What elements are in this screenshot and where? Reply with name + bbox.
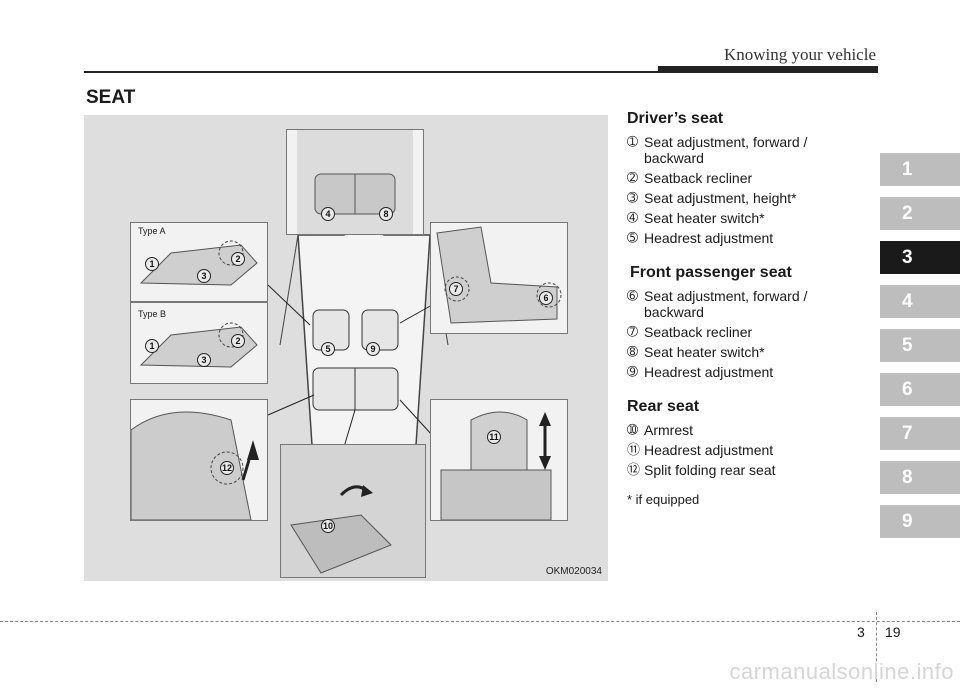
footer-rule <box>0 621 960 622</box>
chapter-tab-9[interactable]: 9 <box>880 505 960 538</box>
armrest-panel: 10 <box>280 444 426 578</box>
chapter-tabs: 1 2 3 4 5 6 7 8 9 <box>880 153 960 549</box>
callout-8: 8 <box>379 207 393 221</box>
chapter-tab-8[interactable]: 8 <box>880 461 960 494</box>
callout-12: 12 <box>220 461 234 475</box>
watermark: carmanualsonline.info <box>729 659 954 684</box>
type-a-label: Type A <box>138 226 166 236</box>
callout-1: 1 <box>145 339 159 353</box>
callout-9: 9 <box>366 342 380 356</box>
header-rule <box>84 71 878 73</box>
callout-2: 2 <box>231 252 245 266</box>
chapter-tab-7[interactable]: 7 <box>880 417 960 450</box>
rear-headrest-panel: 11 <box>430 399 568 521</box>
rear-seat-heading: Rear seat <box>627 398 700 415</box>
callout-2: 2 <box>231 334 245 348</box>
figure-code: OKM020034 <box>545 566 602 577</box>
drivers-seat-heading: Driver’s seat <box>627 110 724 127</box>
footnote: * if equipped <box>627 492 700 507</box>
type-b-panel: Type B 1 2 3 <box>130 302 268 384</box>
callout-1: 1 <box>145 257 159 271</box>
chapter-title: Knowing your vehicle <box>723 45 876 64</box>
chapter-tab-3[interactable]: 3 <box>880 241 960 274</box>
rear-seatback-panel: 12 <box>130 399 268 521</box>
page-number: 19 <box>885 624 901 640</box>
chapter-tab-4[interactable]: 4 <box>880 285 960 318</box>
callout-4: 4 <box>321 207 335 221</box>
chapter-tab-1[interactable]: 1 <box>880 153 960 186</box>
seat-figure: 4 8 Type A 1 2 3 Type B 1 2 3 7 6 5 <box>84 115 608 581</box>
header-rule-accent <box>658 66 878 72</box>
callout-7: 7 <box>449 282 463 296</box>
callout-3: 3 <box>197 269 211 283</box>
chapter-tab-5[interactable]: 5 <box>880 329 960 362</box>
section-title: SEAT <box>86 87 136 108</box>
type-a-panel: Type A 1 2 3 <box>130 222 268 302</box>
chapter-tab-2[interactable]: 2 <box>880 197 960 230</box>
footer-divider <box>876 612 877 682</box>
callout-11: 11 <box>487 430 501 444</box>
page-chapter-number: 3 <box>857 624 865 640</box>
console-panel: 4 8 <box>286 129 424 235</box>
passenger-seat-panel: 7 6 <box>430 222 568 334</box>
type-b-label: Type B <box>138 309 167 319</box>
callout-10: 10 <box>321 519 335 533</box>
callout-5: 5 <box>321 342 335 356</box>
callout-3: 3 <box>197 353 211 367</box>
car-top-view <box>267 202 449 476</box>
chapter-tab-6[interactable]: 6 <box>880 373 960 406</box>
callout-6: 6 <box>539 291 553 305</box>
passenger-seat-heading: Front passenger seat <box>630 264 792 281</box>
